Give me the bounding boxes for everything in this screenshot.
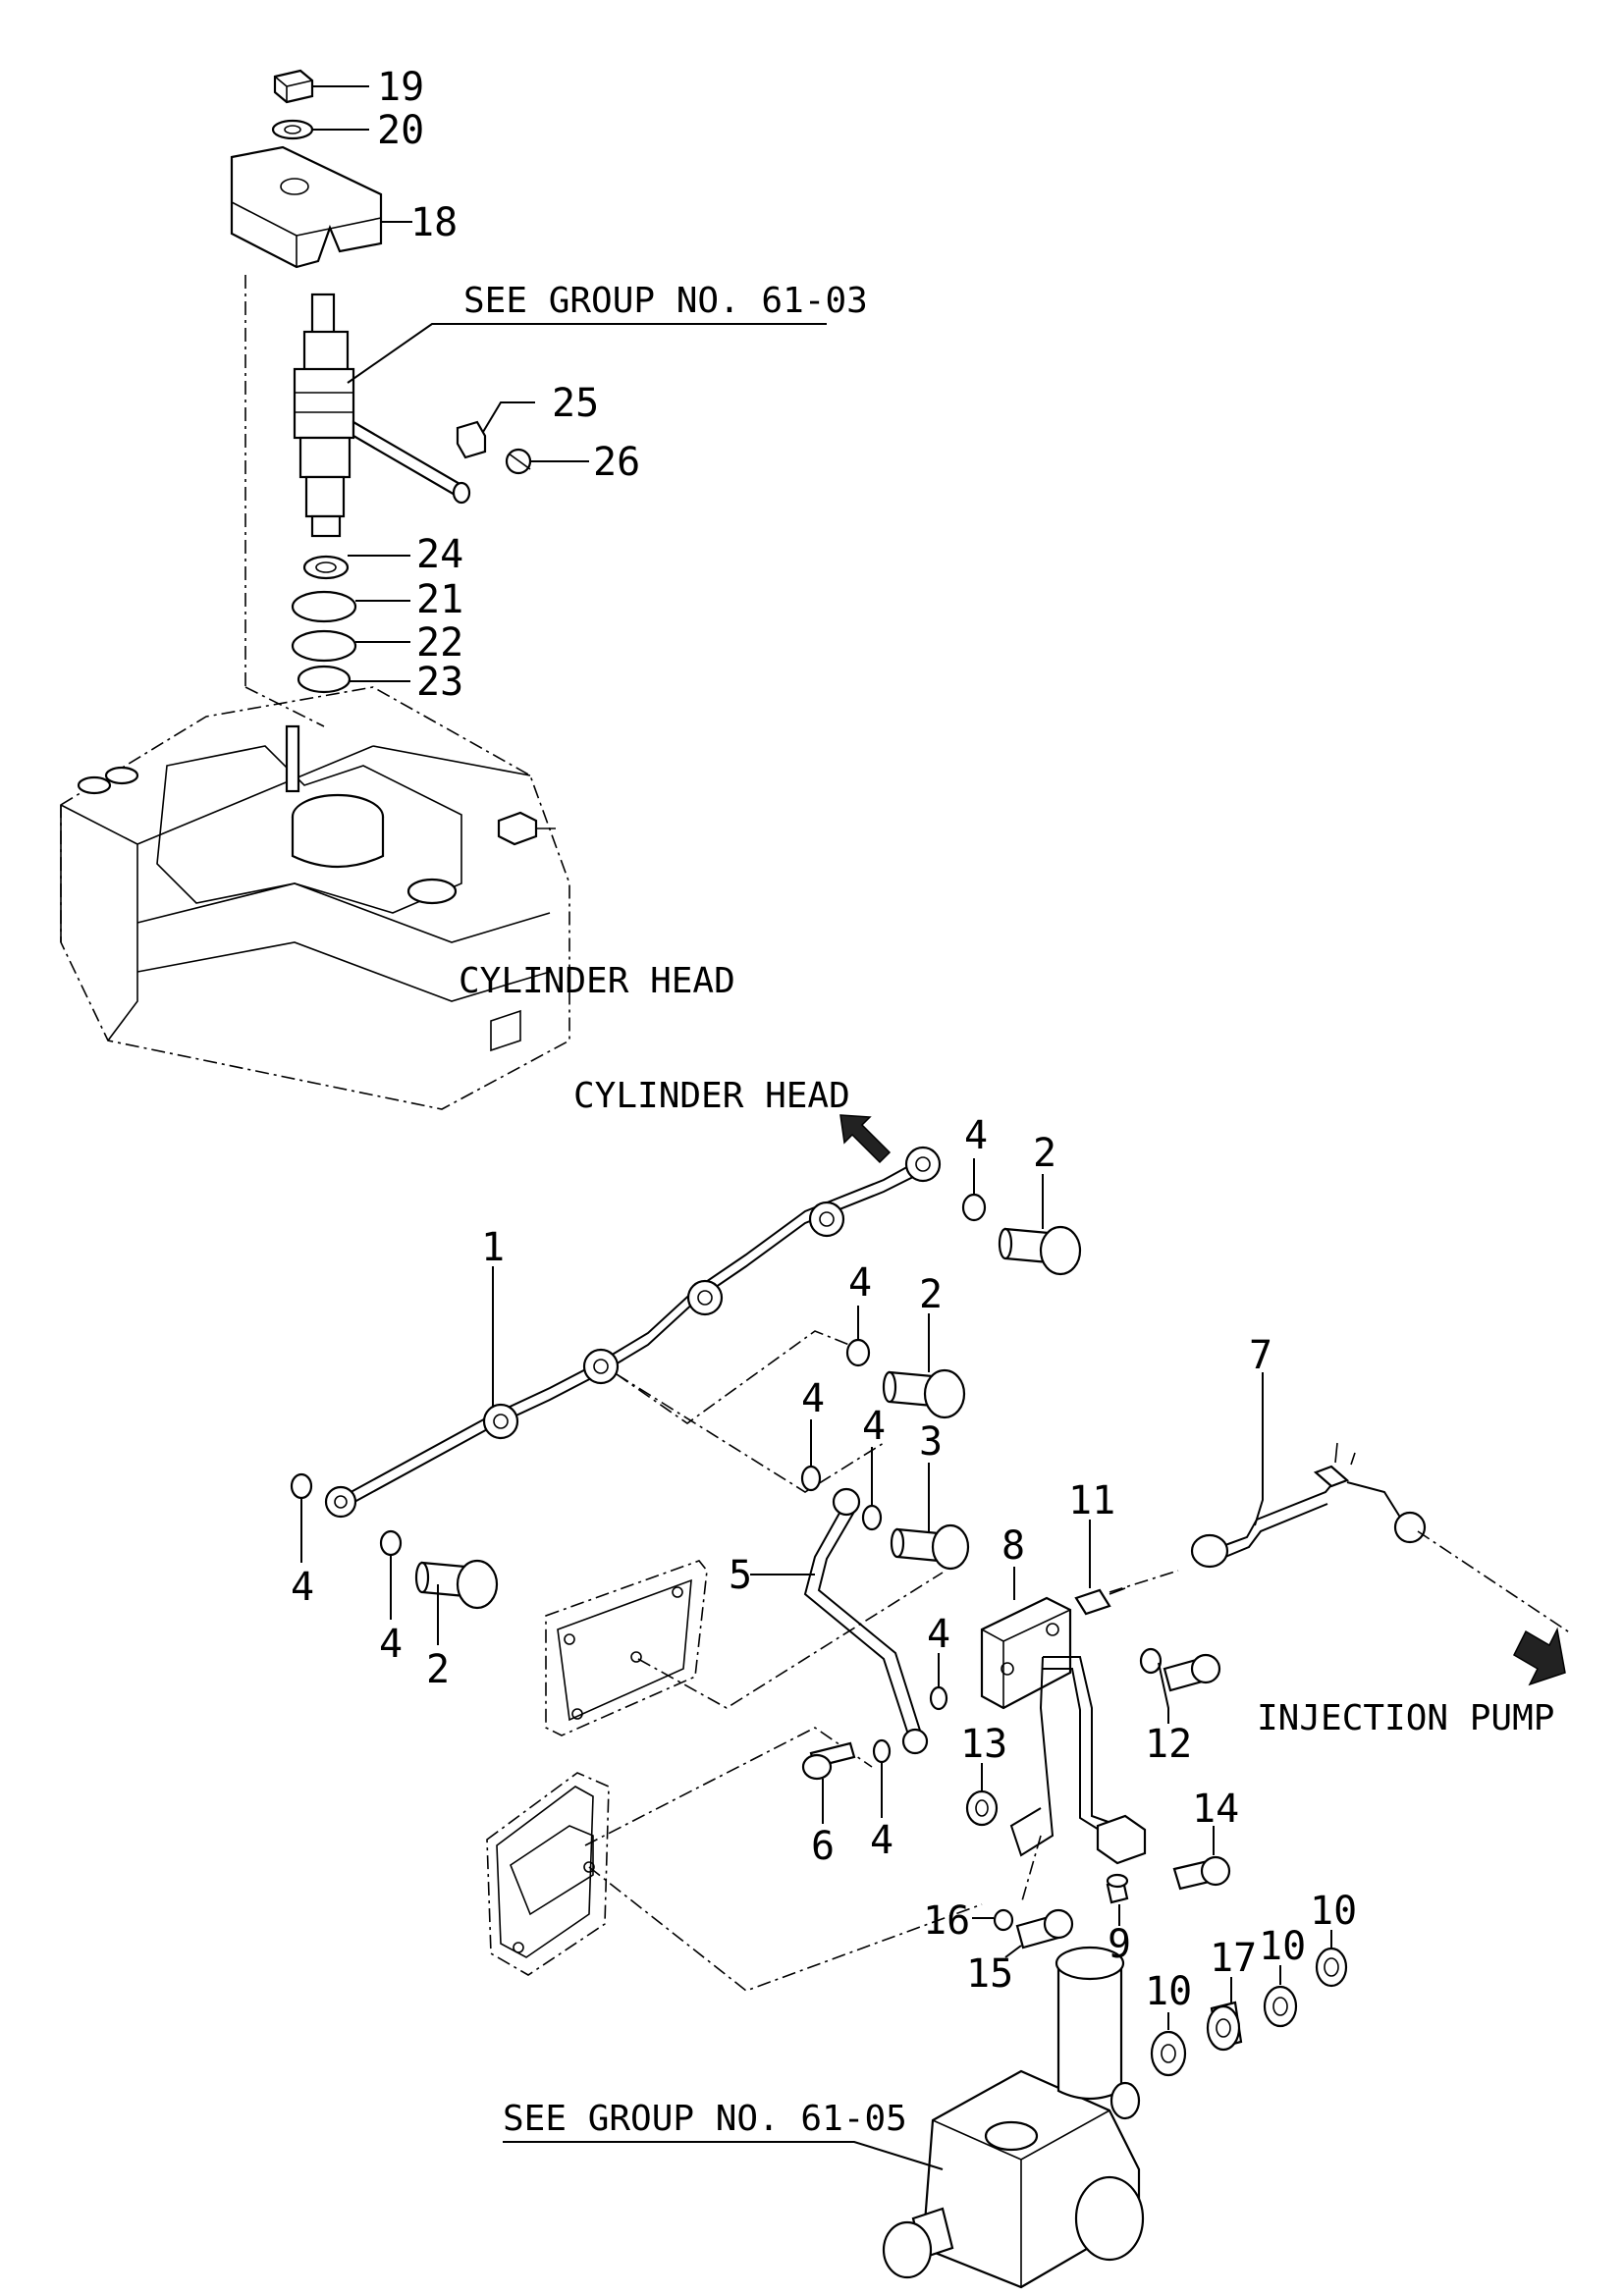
callout-2-b: 2 xyxy=(919,1272,943,1317)
part-4-washer-h xyxy=(872,1738,892,1764)
part-2-banjo-bolt-c xyxy=(414,1559,499,1610)
part-13-sleeve xyxy=(965,1789,999,1827)
callout-4-h: 4 xyxy=(870,1818,893,1863)
arrow-to-injection-pump-icon xyxy=(1513,1627,1566,1686)
callout-5: 5 xyxy=(729,1553,752,1598)
annotation-see-group-61-05: SEE GROUP NO. 61-05 xyxy=(503,2099,907,2139)
callout-16: 16 xyxy=(923,1898,970,1944)
callout-24: 24 xyxy=(416,532,463,577)
callout-4-a: 4 xyxy=(964,1113,988,1158)
callout-11: 11 xyxy=(1068,1478,1115,1523)
part-5-pipe xyxy=(803,1487,929,1755)
part-4-washer-g xyxy=(929,1685,948,1711)
part-7-pipe xyxy=(1190,1442,1427,1569)
callout-23: 23 xyxy=(416,660,463,705)
part-21-o-ring xyxy=(291,590,357,623)
callout-22: 22 xyxy=(416,620,463,666)
annotation-see-group-61-03: SEE GROUP NO. 61-03 xyxy=(463,281,868,321)
part-4-washer-e xyxy=(800,1465,822,1492)
annotation-injection-pump: INJECTION PUMP xyxy=(1257,1698,1554,1738)
part-19-nut xyxy=(273,69,314,104)
callout-2-a: 2 xyxy=(1033,1131,1056,1176)
annotation-cylinder-head-1: CYLINDER HEAD xyxy=(459,961,735,1001)
part-20-washer xyxy=(271,119,314,140)
callout-2-c: 2 xyxy=(426,1647,450,1692)
part-2-banjo-bolt-a xyxy=(998,1225,1082,1276)
callout-4-d: 4 xyxy=(862,1404,886,1449)
callout-7: 7 xyxy=(1249,1333,1272,1378)
callout-10-b: 10 xyxy=(1259,1924,1306,1969)
part-6-bolt xyxy=(801,1741,856,1781)
callout-4-g: 4 xyxy=(927,1612,950,1657)
callout-6: 6 xyxy=(811,1824,835,1869)
callout-4-b: 4 xyxy=(848,1260,872,1306)
callout-21: 21 xyxy=(416,577,463,622)
part-24-washer xyxy=(302,555,350,580)
part-10-washer-c xyxy=(1315,1947,1348,1988)
cylinder-head-block xyxy=(60,686,570,1110)
feed-pump-assembly xyxy=(882,1946,1145,2289)
part-23-o-ring xyxy=(297,665,352,694)
callout-4-c: 4 xyxy=(801,1376,825,1421)
part-16-washer xyxy=(993,1908,1014,1932)
part-4-washer-b xyxy=(845,1338,871,1367)
part-3-banjo-bolt xyxy=(890,1523,970,1571)
part-10-washer-a xyxy=(1150,2030,1187,2077)
callout-25: 25 xyxy=(552,381,599,426)
callout-4-e: 4 xyxy=(291,1565,314,1610)
callout-15: 15 xyxy=(966,1951,1013,1997)
callout-1: 1 xyxy=(481,1225,505,1270)
callout-12: 12 xyxy=(1145,1722,1192,1767)
part-17-spacer xyxy=(1206,2001,1243,2052)
part-22-o-ring xyxy=(291,629,357,663)
callout-17: 17 xyxy=(1210,1936,1257,1981)
part-12-bolt-washer xyxy=(1139,1647,1221,1692)
callout-18: 18 xyxy=(410,200,458,245)
part-25-fitting xyxy=(456,420,487,459)
part-4-washer-f xyxy=(861,1504,883,1531)
part-15-bolt xyxy=(1015,1908,1074,1949)
part-26-clip xyxy=(505,448,532,475)
cover-plate-upper xyxy=(545,1560,708,1736)
part-8-bracket-pipe xyxy=(980,1596,1147,1865)
part-11-connector xyxy=(1074,1587,1126,1616)
callout-9: 9 xyxy=(1108,1922,1131,1967)
callout-13: 13 xyxy=(960,1722,1007,1767)
part-1-leak-off-pipe xyxy=(324,1146,942,1519)
callout-26: 26 xyxy=(593,440,640,485)
callout-20: 20 xyxy=(377,108,424,153)
part-2-banjo-bolt-b xyxy=(882,1368,966,1419)
callout-8: 8 xyxy=(1001,1523,1025,1569)
callout-10-a: 10 xyxy=(1145,1969,1192,2014)
cover-plate-lower xyxy=(486,1772,610,1976)
part-4-washer-d xyxy=(379,1529,403,1557)
arrow-to-cylinder-head-icon xyxy=(839,1114,892,1164)
callout-4-f: 4 xyxy=(379,1622,403,1667)
part-4-washer-a xyxy=(961,1193,987,1222)
part-18-clamp xyxy=(230,145,383,269)
injector-nozzle xyxy=(293,293,471,538)
callout-10-c: 10 xyxy=(1310,1889,1357,1934)
part-9-plug xyxy=(1106,1873,1129,1904)
callout-14: 14 xyxy=(1192,1787,1239,1832)
part-14-bolt xyxy=(1172,1855,1231,1891)
part-10-washer-b xyxy=(1263,1985,1298,2028)
annotation-cylinder-head-2: CYLINDER HEAD xyxy=(573,1076,850,1116)
callout-3: 3 xyxy=(919,1419,943,1465)
callout-19: 19 xyxy=(377,65,424,110)
part-4-washer-c xyxy=(290,1472,313,1500)
